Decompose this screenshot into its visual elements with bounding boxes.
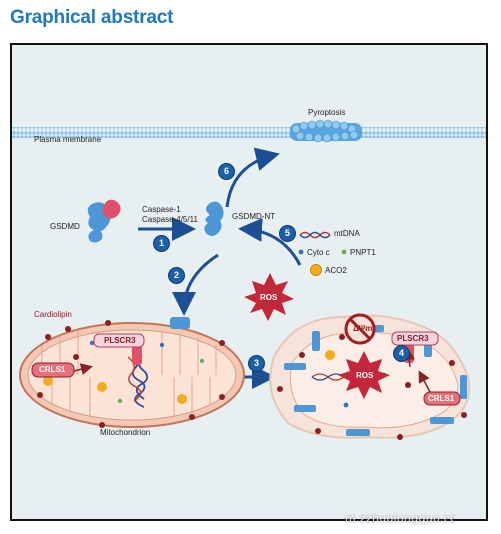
ros-burst-icon <box>244 273 294 321</box>
ros-left-label: ROS <box>260 293 278 302</box>
mtdna-icon <box>299 231 331 239</box>
plscr3-left-badge <box>93 333 145 348</box>
gsdmd-protein-icon <box>87 199 121 243</box>
step-1-badge: 1 <box>153 235 170 252</box>
cyto-c-label: Cyto c <box>307 248 330 257</box>
gsdmd-label: GSDMD <box>50 222 80 231</box>
crls1-right-label: CRLS1 <box>428 394 455 403</box>
ros-burst-right-icon <box>338 351 390 399</box>
plscr3-right-badge <box>391 331 439 346</box>
ros-right-label: ROS <box>356 371 374 380</box>
caspase4511-label: Caspase-4/5/11 <box>142 215 198 224</box>
mitochondrion-label: Mitochondrion <box>100 428 151 437</box>
crls1-left-label: CRLS1 <box>39 365 66 374</box>
membrane-potential-loss-icon <box>344 313 376 345</box>
pnpt1-label: PNPT1 <box>350 248 376 257</box>
cardiolipin-label: Cardiolipin <box>34 310 72 319</box>
crls1-left-badge <box>31 362 75 378</box>
watermark: m.zzhuolongguo.cc <box>345 512 457 525</box>
pnpt1-dot-icon <box>341 249 347 255</box>
step-6-badge: 6 <box>218 163 235 180</box>
mtdna-label: mtDNA <box>334 229 360 238</box>
pyroptosis-label: Pyroptosis <box>308 108 346 117</box>
graphical-abstract-panel: Plasma membrane Pyroptosis GSDMD Caspase… <box>10 43 488 521</box>
plscr3-right-label: PLSCR3 <box>397 334 429 343</box>
cyto-c-dot-icon <box>298 249 304 255</box>
healthy-mitochondrion <box>19 317 245 428</box>
plasma-membrane-label: Plasma membrane <box>34 135 102 144</box>
gsdmd-nt-icon <box>204 201 224 236</box>
step-3-badge: 3 <box>248 355 265 372</box>
aco2-dot-icon <box>310 264 322 276</box>
caspase1-label: Caspase-1 <box>142 205 181 214</box>
page-title: Graphical abstract <box>10 7 174 28</box>
pyroptosis-pore-icon <box>290 119 362 143</box>
step-5-badge: 5 <box>279 225 296 242</box>
crls1-right-badge <box>423 391 461 406</box>
step-4-badge: 4 <box>393 345 410 362</box>
delta-psi-label: ΔΨm <box>353 324 373 333</box>
plscr3-left-label: PLSCR3 <box>104 336 136 345</box>
aco2-label: ACO2 <box>325 266 347 275</box>
diagram-canvas <box>12 119 486 440</box>
plasma-membrane <box>12 127 486 138</box>
step-2-badge: 2 <box>168 267 185 284</box>
gsdmd-nt-label: GSDMD-NT <box>232 212 276 221</box>
